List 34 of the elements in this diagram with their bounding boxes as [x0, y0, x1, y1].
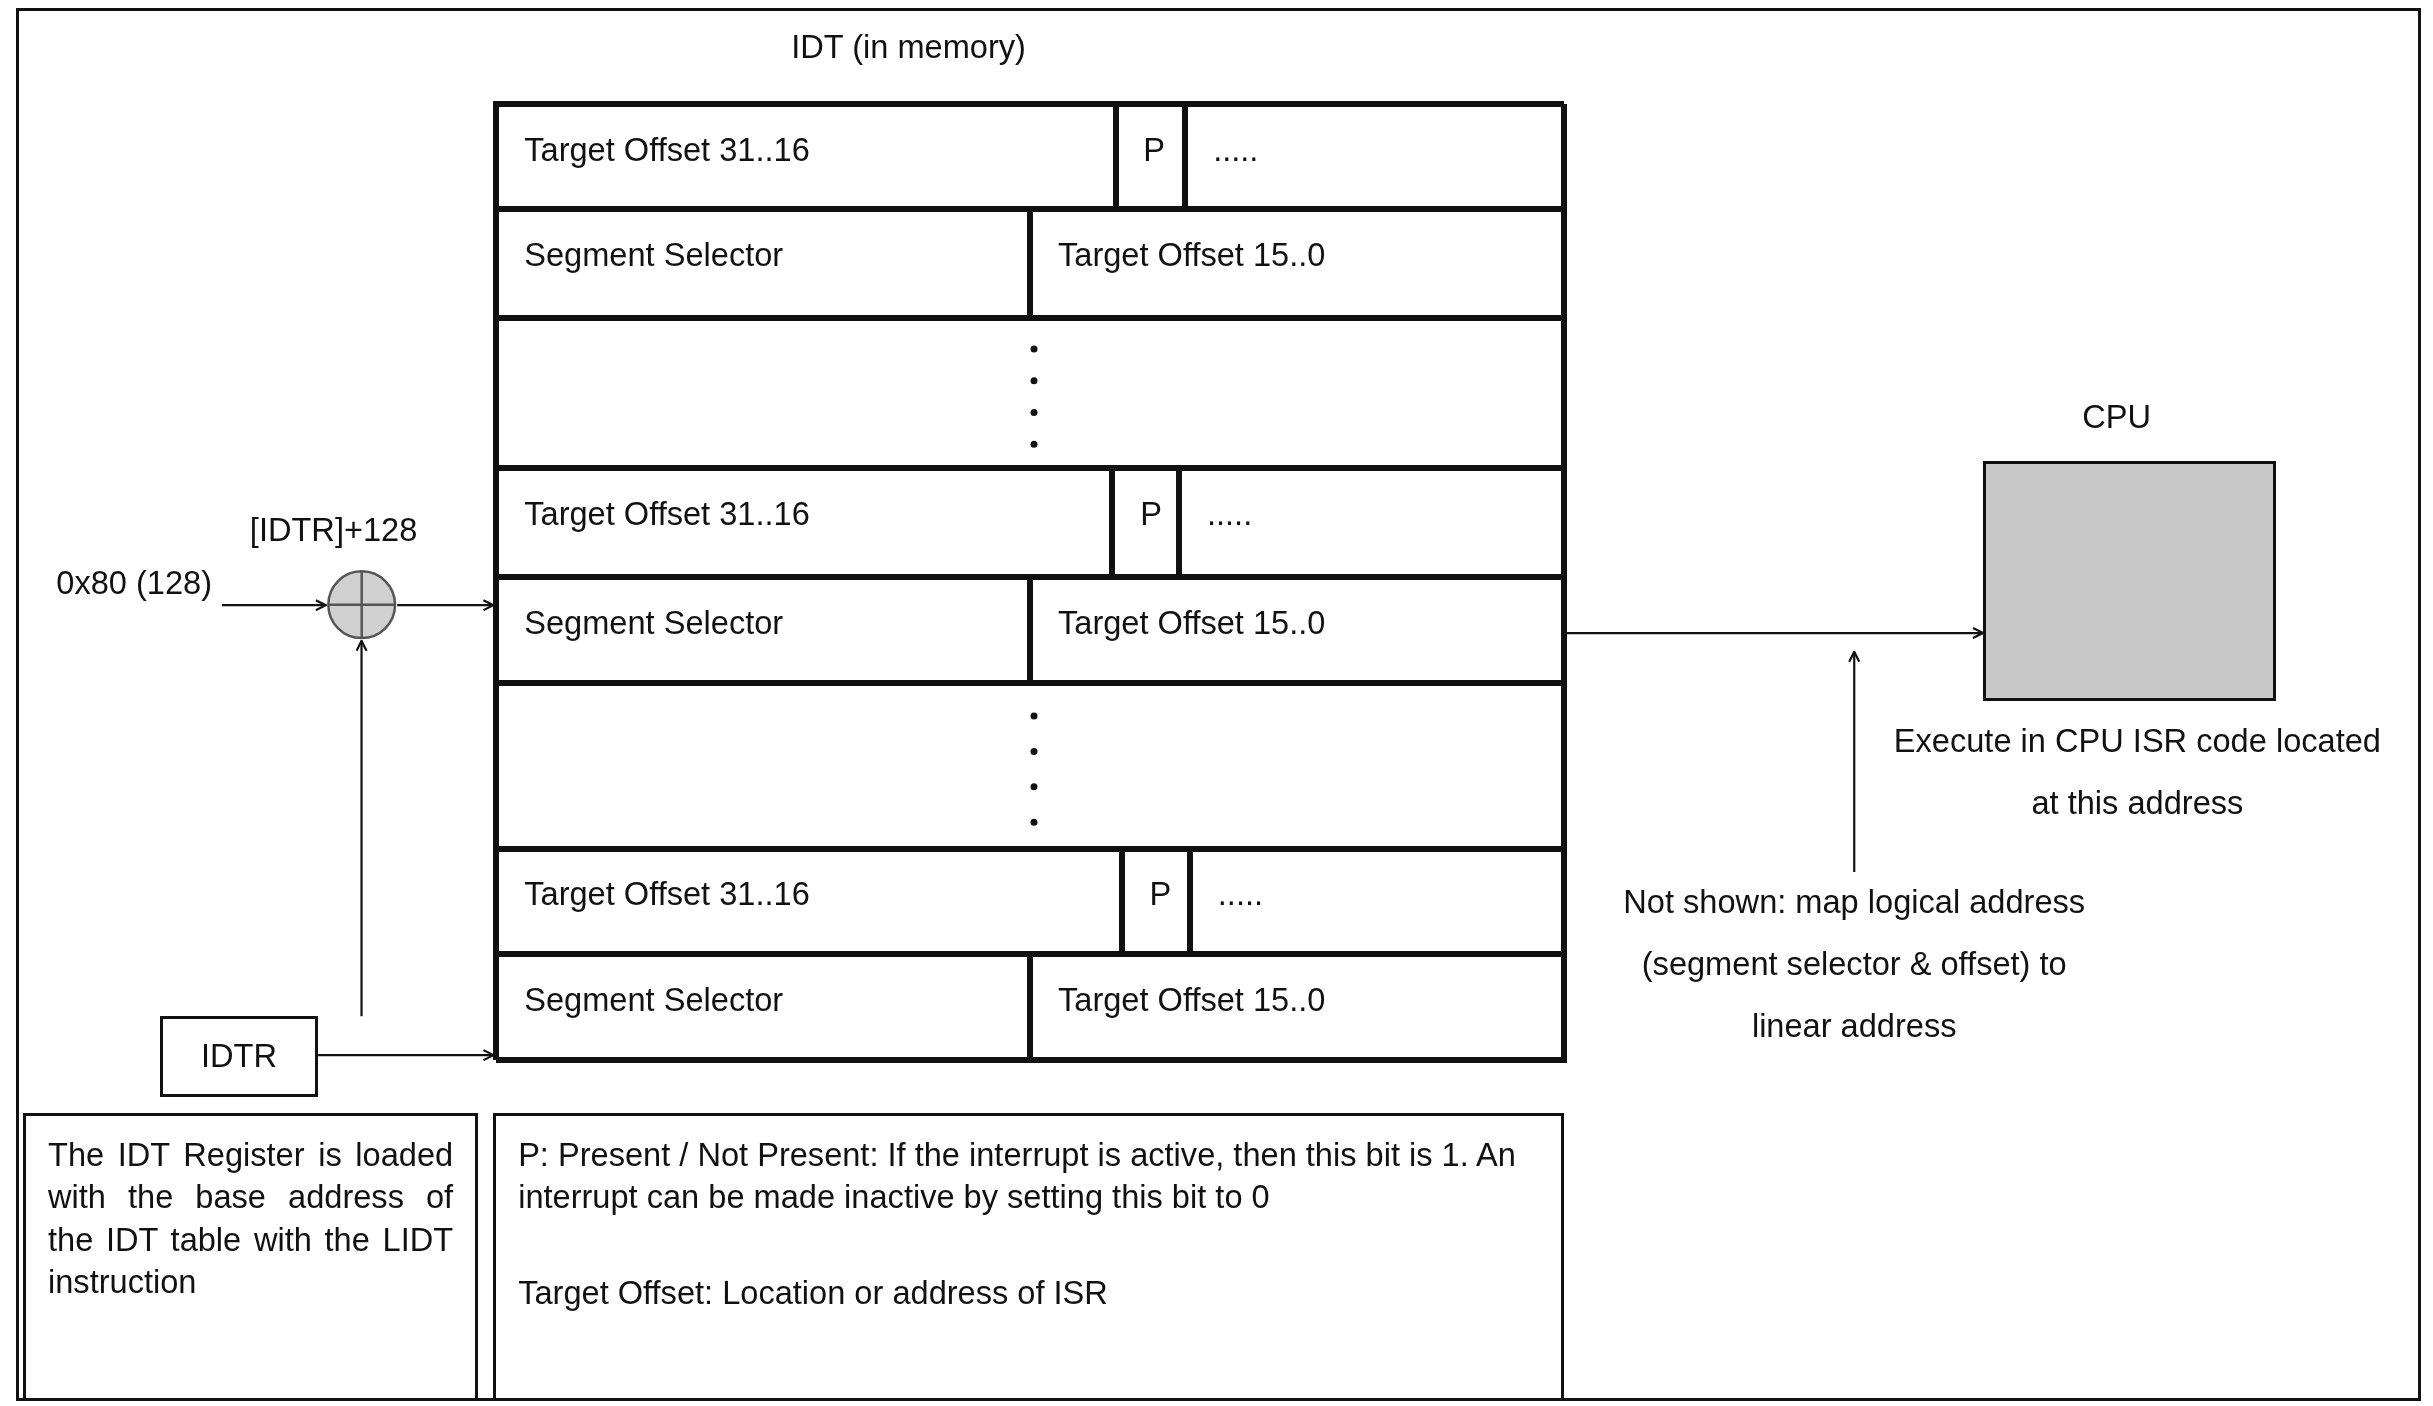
- table-cell: .....: [1179, 468, 1568, 578]
- arrow: [397, 599, 495, 612]
- table-cell: Target Offset 15..0: [1030, 209, 1568, 318]
- table-cell: Target Offset 31..16: [496, 103, 1116, 210]
- arrow: [1564, 627, 1985, 640]
- note-text: Target Offset: Location or address of ISR: [518, 1273, 1109, 1313]
- arrow: [1848, 650, 1861, 873]
- arrow: [355, 639, 368, 1017]
- table-cell: Target Offset 15..0: [1030, 577, 1568, 683]
- table-cell: Target Offset 31..16: [496, 848, 1122, 955]
- arrow: [318, 1049, 495, 1062]
- table-cell: P: [1121, 848, 1190, 955]
- caption-text: [IDTR]+128: [248, 510, 419, 550]
- note-text: P: Present / Not Present: If the interrupt is active, then this bit is 1. An interrupt can be made inactive by setting this bit to 0: [518, 1136, 1517, 1218]
- register-box: IDTR: [159, 1016, 319, 1097]
- table-cell: Segment Selector: [496, 954, 1031, 1063]
- table-cell: P: [1115, 103, 1186, 210]
- table-cell: Segment Selector: [496, 209, 1031, 318]
- table-cell: P: [1112, 468, 1180, 578]
- table-cell: Target Offset 15..0: [1030, 954, 1568, 1063]
- table-row: [496, 317, 1568, 469]
- caption-text: Execute in CPU ISR code located at this address: [1892, 721, 2382, 823]
- table-cell: Segment Selector: [496, 577, 1031, 683]
- arrow: [221, 599, 327, 612]
- table-cell: .....: [1185, 103, 1568, 210]
- note-text: The IDT Register is loaded with the base address of the IDT table with the LIDT instruction: [48, 1136, 454, 1303]
- table-cell: Target Offset 31..16: [496, 468, 1113, 578]
- annotation-text: 0x80 (128): [46, 561, 222, 671]
- table-title: IDT (in memory): [791, 28, 1026, 68]
- annotation-text: Not shown: map logical address (segment selector & offset) to linear address: [1605, 872, 2103, 1136]
- table-cell: .....: [1190, 848, 1568, 955]
- adder-symbol: [325, 569, 398, 641]
- box-title: CPU: [2082, 397, 2151, 437]
- table-row: [496, 682, 1568, 849]
